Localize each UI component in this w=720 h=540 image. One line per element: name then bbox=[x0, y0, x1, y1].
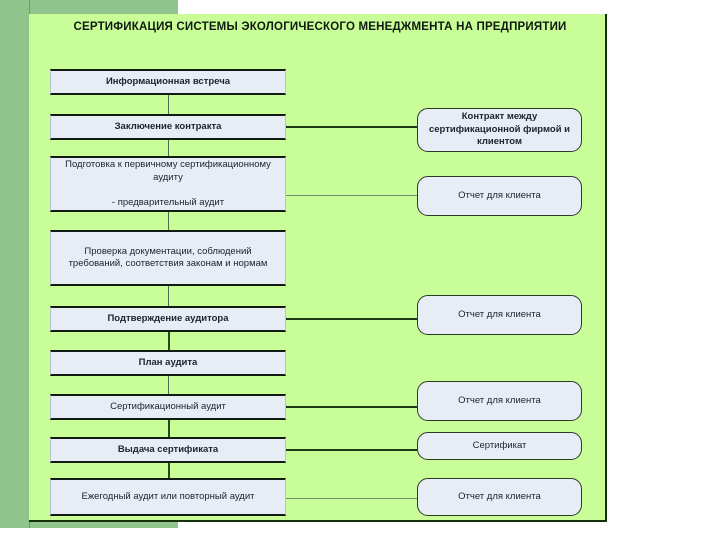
connector-step7-step8 bbox=[168, 420, 170, 437]
output-box-2[interactable]: Отчет для клиента bbox=[417, 176, 582, 216]
output-box-5[interactable]: Сертификат bbox=[417, 432, 582, 460]
output-box-3[interactable]: Отчет для клиента bbox=[417, 295, 582, 335]
connector-step8-step9 bbox=[168, 463, 170, 478]
connector-step7-output4 bbox=[286, 406, 417, 408]
process-step-9[interactable]: Ежегодный аудит или повторный аудит bbox=[50, 478, 286, 516]
connector-step2-step3 bbox=[168, 140, 169, 156]
connector-step3-step4 bbox=[168, 212, 169, 230]
process-step-1[interactable]: Информационная встреча bbox=[50, 69, 286, 95]
connector-step4-step5 bbox=[168, 286, 169, 306]
connector-step6-step7 bbox=[168, 376, 169, 394]
connector-step8-output5 bbox=[286, 449, 417, 451]
process-step-6[interactable]: План аудита bbox=[50, 350, 286, 376]
connector-step5-output3 bbox=[286, 318, 417, 320]
output-box-4[interactable]: Отчет для клиента bbox=[417, 381, 582, 421]
output-box-6[interactable]: Отчет для клиента bbox=[417, 478, 582, 516]
connector-step3-output2 bbox=[286, 195, 417, 196]
page-title: СЕРТИФИКАЦИЯ СИСТЕМЫ ЭКОЛОГИЧЕСКОГО МЕНЕ… bbox=[73, 21, 567, 33]
output-box-1[interactable]: Контракт между сертификационной фирмой и… bbox=[417, 108, 582, 152]
process-step-4[interactable]: Проверка документации, соблюдений требов… bbox=[50, 230, 286, 286]
connector-step5-step6 bbox=[168, 332, 170, 350]
process-step-2[interactable]: Заключение контракта bbox=[50, 114, 286, 140]
connector-step9-output6 bbox=[286, 498, 417, 499]
process-step-5[interactable]: Подтверждение аудитора bbox=[50, 306, 286, 332]
process-step-8[interactable]: Выдача сертификата bbox=[50, 437, 286, 463]
slide-panel: СЕРТИФИКАЦИЯ СИСТЕМЫ ЭКОЛОГИЧЕСКОГО МЕНЕ… bbox=[29, 14, 607, 522]
process-step-7[interactable]: Сертификационный аудит bbox=[50, 394, 286, 420]
process-step-3[interactable]: Подготовка к первичному сертификационном… bbox=[50, 156, 286, 212]
connector-step1-step2 bbox=[168, 95, 169, 114]
connector-step2-output1 bbox=[286, 126, 417, 128]
